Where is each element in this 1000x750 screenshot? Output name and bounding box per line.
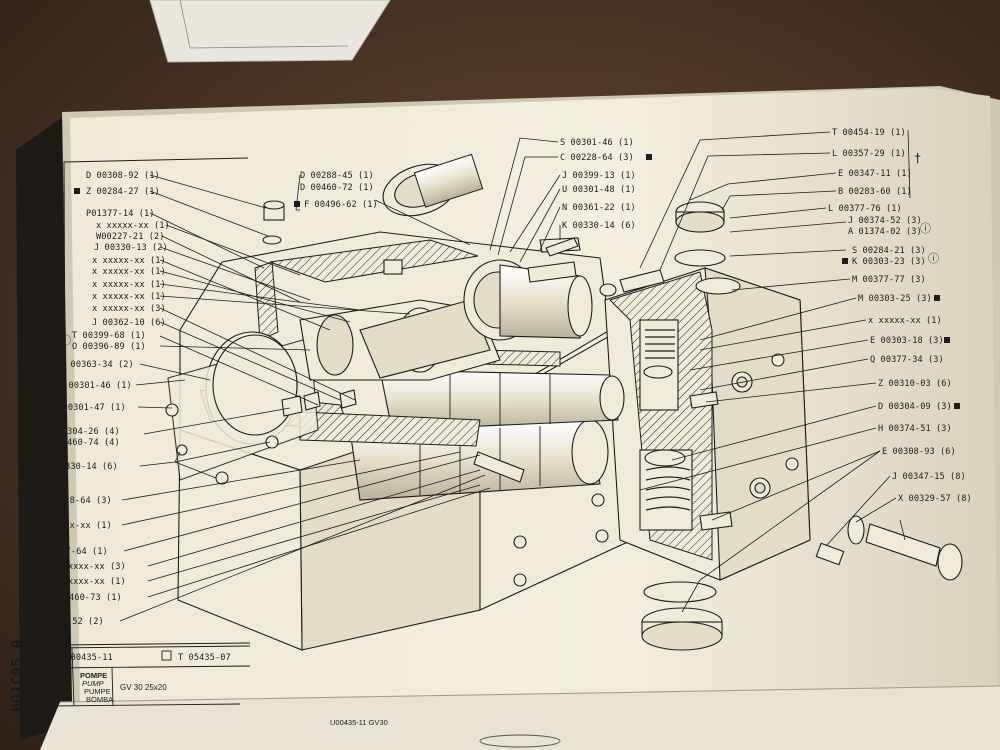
callouts-right: T 00454-19 (1) L 00357-29 (1) E 00347-11… <box>828 128 972 504</box>
callout-l5: W00227-21 (2) <box>96 232 165 242</box>
callout-l18: W 00304-26 (4) <box>46 427 120 437</box>
name-de: PUMPE <box>84 687 111 696</box>
ref-code-1: U 00435-11 <box>60 653 113 663</box>
callout-l14: O 00396-89 (1) <box>72 342 146 352</box>
callout-r1: T 00454-19 (1) <box>832 128 906 138</box>
callout-l21: C 00228-64 (3) <box>38 496 112 506</box>
square-marker <box>36 594 42 600</box>
callout-l15: T 00363-34 (2) <box>60 360 134 370</box>
callout-r8: S 00284-21 (3) <box>852 246 926 256</box>
callout-t6: J 00399-13 (1) <box>562 171 636 181</box>
name-fr: POMPE <box>80 671 107 680</box>
callout-r4: B 00283-60 (1) <box>838 187 912 197</box>
callout-r20: X 00329-57 (8) <box>898 494 972 504</box>
callout-l1: D 00308-92 (1) <box>86 171 160 181</box>
callout-l9: x xxxxx-xx (1) <box>92 280 166 290</box>
square-marker <box>934 295 940 301</box>
callout-l11: x xxxxx-xx (3) <box>92 304 166 314</box>
title-block: U 00435-11 T 05435-07 POMPE PUMP PUMPE B… <box>8 640 251 712</box>
square-marker <box>74 188 80 194</box>
name-en: PUMP <box>82 679 104 688</box>
leader-lines <box>119 131 906 622</box>
callout-l12: J 00362-10 (6) <box>92 318 166 328</box>
square-marker <box>954 403 960 409</box>
pump-assembly-drawing <box>165 153 963 651</box>
callout-t4: S 00301-46 (1) <box>560 138 634 148</box>
callout-r3: E 00347-11 (1) <box>838 169 912 179</box>
callout-r12: x xxxxx-xx (1) <box>868 316 942 326</box>
square-marker <box>294 201 300 207</box>
callout-l3: P01377-14 (1) <box>86 209 155 219</box>
callout-l2: Z 00284-27 (1) <box>86 187 160 197</box>
square-marker <box>842 258 848 264</box>
callout-l23: X 00377-64 (1) <box>34 547 108 557</box>
callout-l16: S 00301-46 (1) <box>58 381 132 391</box>
callout-l13: T 00399-68 (1) <box>72 331 146 341</box>
ref-code-2: T 05435-07 <box>178 653 231 663</box>
checkbox-symbol <box>161 650 172 661</box>
callout-l22: x xxxxx-xx (1) <box>38 521 112 531</box>
square-marker <box>944 337 950 343</box>
lower-sheet <box>40 686 1000 750</box>
dagger-symbol: † <box>914 151 921 165</box>
callout-r2: L 00357-29 (1) <box>832 149 906 159</box>
callout-l20: K 00330-14 (6) <box>44 462 118 472</box>
callout-t5: C 00228-64 (3) <box>560 153 634 163</box>
callout-l26: E 00460-73 (1) <box>48 593 122 603</box>
callouts-left: D 00308-92 (1) Z 00284-27 (1) P01377-14 … <box>26 171 170 627</box>
svg-text:U00435-11 GV30: U00435-11 GV30 <box>330 718 388 727</box>
callout-l19: F 00460-74 (4) <box>46 438 120 448</box>
callout-r16: D 00304-09 (3) <box>878 402 952 412</box>
info-circle-icon: ⓘ <box>60 334 71 347</box>
callout-r18: E 00308-93 (6) <box>882 447 956 457</box>
callout-t9: K 00330-14 (6) <box>562 221 636 231</box>
square-marker <box>646 154 652 160</box>
callout-r11: M 00303-25 (3) <box>858 294 932 304</box>
callout-r7: A 01374-02 (3) <box>848 227 922 237</box>
callout-l7: x xxxxx-xx (1) <box>92 256 166 266</box>
name-es: BOMBA <box>86 695 113 704</box>
binder-edge <box>16 112 72 740</box>
callout-r13: E 00303-18 (3) <box>870 336 944 346</box>
callout-t3: F 00496-62 (1) <box>304 200 378 210</box>
callout-r17: H 00374-51 (3) <box>878 424 952 434</box>
callout-t8: N 00361-22 (1) <box>562 203 636 213</box>
model-label: GV 30 25x20 <box>120 683 167 692</box>
sheet-code: H01C05.0 <box>8 640 26 712</box>
callout-r6: J 00374-52 (3) <box>848 216 922 226</box>
callout-l24: x xxxxx-xx (3) <box>52 562 126 572</box>
callout-l17: T 00301-47 (1) <box>52 403 126 413</box>
square-marker <box>26 497 32 503</box>
callout-l25: x xxxxx-xx (1) <box>52 577 126 587</box>
callout-r9: K 00303-23 (3) <box>852 257 926 267</box>
callout-r5: L 00377-76 (1) <box>828 204 902 214</box>
callout-l4: x xxxxx-xx (1) <box>96 221 170 231</box>
callout-r19: J 00347-15 (8) <box>892 472 966 482</box>
callout-t1: D 00288-45 (1) <box>300 171 374 181</box>
sheet-date: 9-71 <box>39 653 48 668</box>
callout-t2: D 00460-72 (1) <box>300 183 374 193</box>
callout-r14: Q 00377-34 (3) <box>870 355 944 365</box>
callout-l8: x xxxxx-xx (1) <box>92 267 166 277</box>
info-circle-icon: ⓘ <box>920 222 931 235</box>
other-paper-corner <box>149 0 391 63</box>
callout-r15: Z 00310-03 (6) <box>878 379 952 389</box>
callout-t7: U 00301-48 (1) <box>562 185 636 195</box>
callout-l10: x xxxxx-xx (1) <box>92 292 166 302</box>
callout-l6: J 00330-13 (2) <box>94 243 168 253</box>
callout-l27: F 00273-52 (2) <box>30 617 104 627</box>
callout-r10: M 00377-77 (3) <box>852 275 926 285</box>
callouts-top: D 00288-45 (1) D 00460-72 (1) F 00496-62… <box>294 138 652 231</box>
info-circle-icon: ⓘ <box>928 252 939 265</box>
